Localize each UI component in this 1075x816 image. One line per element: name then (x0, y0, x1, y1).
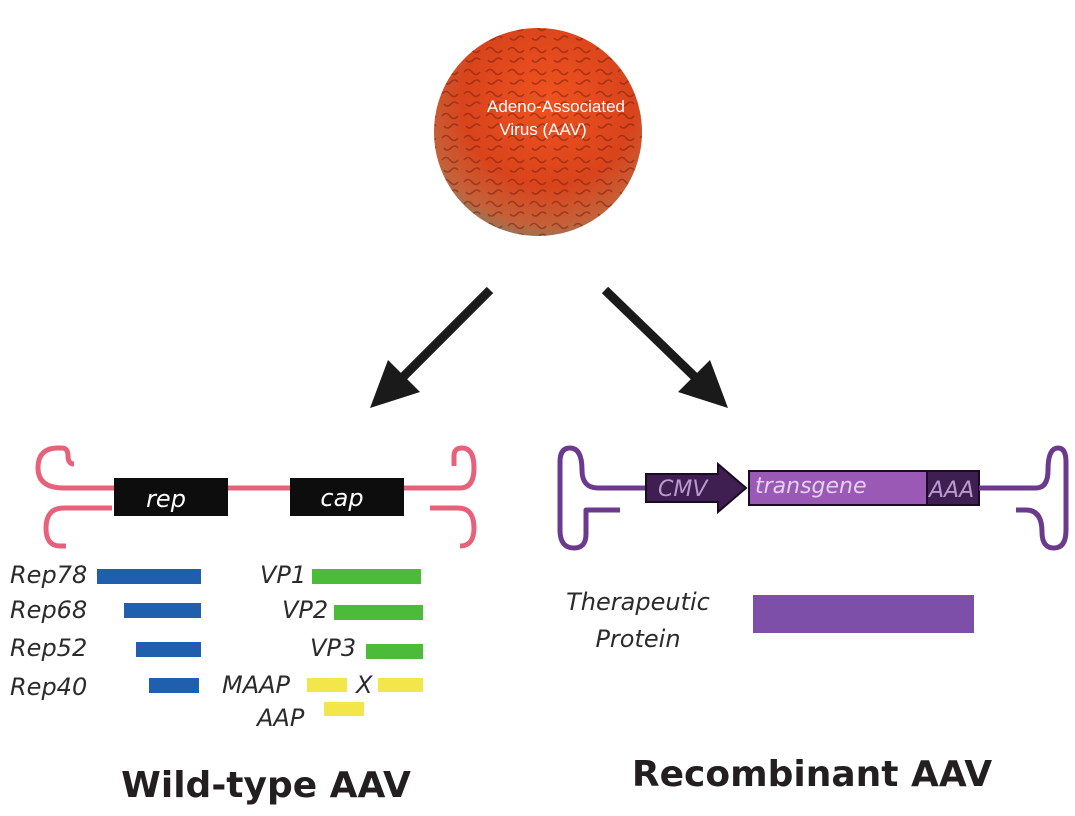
aap-label: AAP (255, 704, 305, 732)
virus-particle: Adeno-Associated Virus (AAV) (434, 28, 642, 236)
rep68-bar (124, 603, 201, 618)
wildtype-itr-left (35, 445, 112, 549)
recombinant-itr-left (557, 445, 650, 551)
polya-box (926, 470, 980, 506)
maap-label: MAAP (222, 671, 291, 699)
vp2-label: VP2 (282, 596, 328, 624)
vp3-bar (366, 644, 423, 659)
wildtype-title: Wild-type AAV (121, 765, 411, 806)
cmv-promoter-arrow (645, 461, 748, 515)
x-bar (378, 678, 423, 692)
vp2-bar (334, 605, 423, 620)
vp3-label: VP3 (310, 634, 356, 662)
arrow-left (370, 286, 494, 408)
rep78-bar (97, 569, 201, 584)
recombinant-genome: CMV transgene AAA (557, 445, 1069, 551)
recombinant-title: Recombinant AAV (632, 754, 992, 795)
cmv-label: CMV (658, 477, 709, 502)
rep40-label: Rep40 (10, 673, 87, 701)
maap-bar (307, 678, 347, 692)
cap-products: VP1 VP2 VP3 MAAP X AAP (222, 561, 423, 732)
therapeutic-protein: Therapeutic Protein (566, 588, 974, 653)
protein-label-line1: Therapeutic (566, 588, 710, 616)
vp1-bar (312, 569, 421, 584)
virus-texture (434, 28, 642, 236)
protein-bar (753, 595, 974, 633)
polya-label: AAA (927, 478, 974, 503)
arrow-right (601, 286, 728, 408)
rep-products: Rep78 Rep68 Rep52 Rep40 (10, 561, 201, 701)
x-label: X (354, 671, 373, 699)
wildtype-itr-right (430, 445, 477, 549)
rep78-label: Rep78 (10, 561, 87, 589)
wildtype-genome: rep cap (35, 445, 477, 549)
recombinant-itr-right (979, 445, 1069, 551)
aap-bar (324, 702, 364, 716)
vp1-label: VP1 (260, 561, 306, 589)
rep68-label: Rep68 (10, 596, 87, 624)
rep40-bar (149, 678, 199, 693)
virus-label-line1: Adeno-Associated (487, 97, 625, 116)
transgene-label: transgene (755, 474, 867, 499)
rep52-bar (136, 642, 201, 657)
cap-gene-box (290, 478, 404, 516)
virus-label-line2: Virus (AAV) (499, 120, 586, 139)
rep-gene-label: rep (146, 485, 186, 513)
cap-gene-label: cap (320, 484, 363, 512)
rep52-label: Rep52 (10, 634, 87, 662)
rep-gene-box (114, 478, 228, 516)
protein-label-line2: Protein (595, 625, 680, 653)
